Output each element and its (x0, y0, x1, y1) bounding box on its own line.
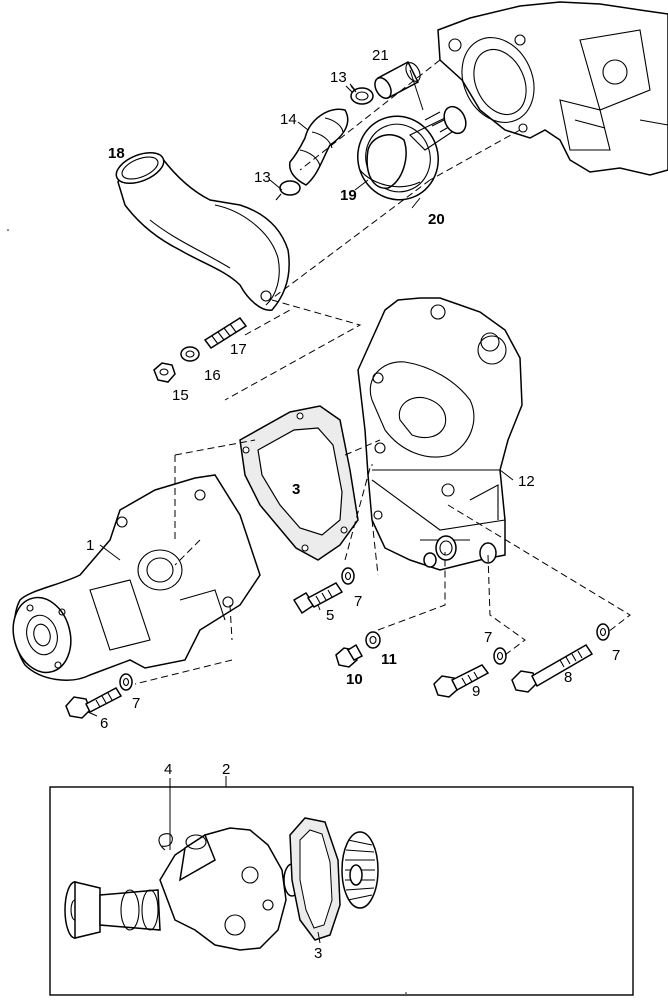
callout-20: 20 (428, 211, 445, 228)
callout-2: 2 (222, 761, 230, 778)
callout-8: 8 (564, 669, 572, 686)
hose-nipple (374, 60, 421, 100)
callout-1: 1 (86, 537, 94, 554)
inset-ring-clip (158, 778, 173, 851)
callout-7-a: 7 (354, 593, 362, 610)
callout-19: 19 (340, 187, 357, 204)
coolant-hose (288, 108, 349, 186)
washer-7a (341, 567, 355, 585)
callout-11: 11 (381, 651, 397, 668)
short-screw-9 (433, 664, 490, 698)
callout-13-upper: 13 (330, 69, 347, 86)
pump-assembly-inset (49, 776, 634, 996)
plug-10 (335, 643, 364, 668)
callout-7-d: 7 (612, 647, 620, 664)
washer-7c (493, 647, 507, 665)
callout-6: 6 (100, 715, 108, 732)
lock-washer (180, 346, 200, 362)
callout-4: 4 (164, 761, 172, 778)
gasket (239, 405, 359, 561)
bolt-6 (65, 687, 123, 719)
callout-17: 17 (230, 341, 247, 358)
washer-7b (119, 673, 133, 691)
engine-block-casting (437, 1, 668, 176)
inset-gasket (289, 817, 341, 941)
hex-nut (153, 362, 176, 383)
callout-7-b: 7 (484, 629, 492, 646)
long-screw-8 (511, 644, 594, 693)
thermostat-assembly (357, 105, 467, 201)
callout-18: 18 (108, 145, 125, 162)
callout-15: 15 (172, 387, 189, 404)
screw-5 (292, 582, 344, 615)
inset-impeller (341, 831, 379, 909)
hose-clip-upper (345, 83, 374, 105)
callout-13-lower: 13 (254, 169, 271, 186)
washer-7d (596, 623, 610, 641)
leader-lines (87, 69, 514, 944)
callout-10: 10 (346, 671, 363, 688)
callout-12: 12 (518, 473, 535, 490)
callout-labels: 21 13 14 18 13 19 20 17 16 15 3 12 1 7 5… (86, 47, 620, 962)
inset-pump-casing (159, 827, 287, 951)
assembly-guide-lines (134, 59, 631, 685)
callout-14: 14 (280, 111, 297, 128)
callout-5: 5 (326, 607, 334, 624)
seal-washer-11 (365, 631, 381, 649)
outlet-elbow (115, 151, 290, 311)
pump-body (12, 474, 261, 681)
callout-21: 21 (372, 47, 389, 64)
callout-16: 16 (204, 367, 221, 384)
callout-3-main: 3 (292, 481, 300, 498)
callout-7-c: 7 (132, 695, 140, 712)
inset-shaft-flange (64, 881, 161, 939)
thermostat-housing (357, 297, 523, 571)
callout-9: 9 (472, 683, 480, 700)
stud (203, 316, 248, 350)
callout-3-inset: 3 (314, 945, 322, 962)
hose-clip-lower (275, 180, 301, 201)
